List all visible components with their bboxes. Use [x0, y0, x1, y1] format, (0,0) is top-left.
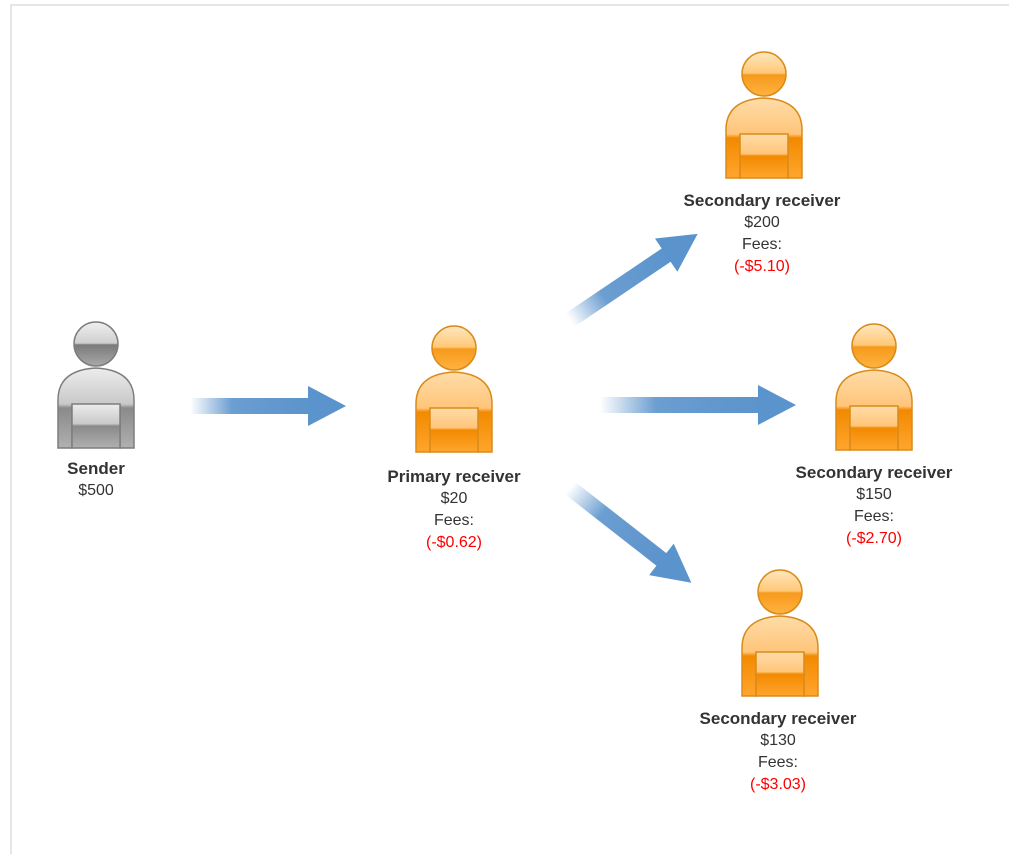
secondary-receiver-mid-amount: $150 — [856, 486, 892, 503]
secondary-receiver-mid-fees-label: Fees: — [853, 508, 894, 525]
diagram-frame — [10, 4, 1009, 854]
secondary-receiver-top-fees-label: Fees: — [741, 236, 782, 253]
secondary-receiver-top-node: Secondary receiver $200 Fees: (-$5.10) — [642, 190, 882, 278]
secondary-receiver-bottom-fee: (-$3.03) — [749, 776, 807, 793]
arrow-sender-to-primary — [190, 386, 346, 426]
secondary-receiver-bottom-node: Secondary receiver $130 Fees: (-$3.03) — [658, 708, 898, 796]
gray-person-icon — [50, 318, 142, 450]
secondary-receiver-top-title: Secondary receiver — [683, 191, 841, 210]
secondary-receiver-bottom-title: Secondary receiver — [699, 709, 857, 728]
secondary-receiver-mid-node: Secondary receiver $150 Fees: (-$2.70) — [754, 462, 994, 550]
secondary-receiver-bottom-fees-label: Fees: — [757, 754, 798, 771]
orange-person-icon — [734, 566, 826, 698]
secondary-receiver-mid-title: Secondary receiver — [795, 463, 953, 482]
sender-title: Sender — [67, 459, 125, 478]
orange-person-icon — [408, 322, 500, 454]
secondary-receiver-bottom-amount: $130 — [760, 732, 796, 749]
secondary-receiver-top-amount: $200 — [744, 214, 780, 231]
primary-receiver-fees-label: Fees: — [433, 512, 474, 529]
primary-receiver-title: Primary receiver — [387, 467, 521, 486]
primary-receiver-fee: (-$0.62) — [425, 534, 483, 551]
secondary-receiver-top-fee: (-$5.10) — [733, 258, 791, 275]
primary-receiver-amount: $20 — [440, 490, 468, 507]
sender-amount: $500 — [78, 482, 114, 499]
arrow-primary-to-secondary-top — [565, 233, 698, 327]
orange-person-icon — [828, 320, 920, 452]
orange-person-icon — [718, 48, 810, 180]
arrow-primary-to-secondary-bottom — [565, 481, 692, 583]
primary-receiver-node: Primary receiver $20 Fees: (-$0.62) — [334, 466, 574, 554]
secondary-receiver-mid-fee: (-$2.70) — [845, 530, 903, 547]
sender-node: Sender $500 — [0, 458, 216, 502]
arrow-primary-to-secondary-mid — [600, 385, 796, 425]
